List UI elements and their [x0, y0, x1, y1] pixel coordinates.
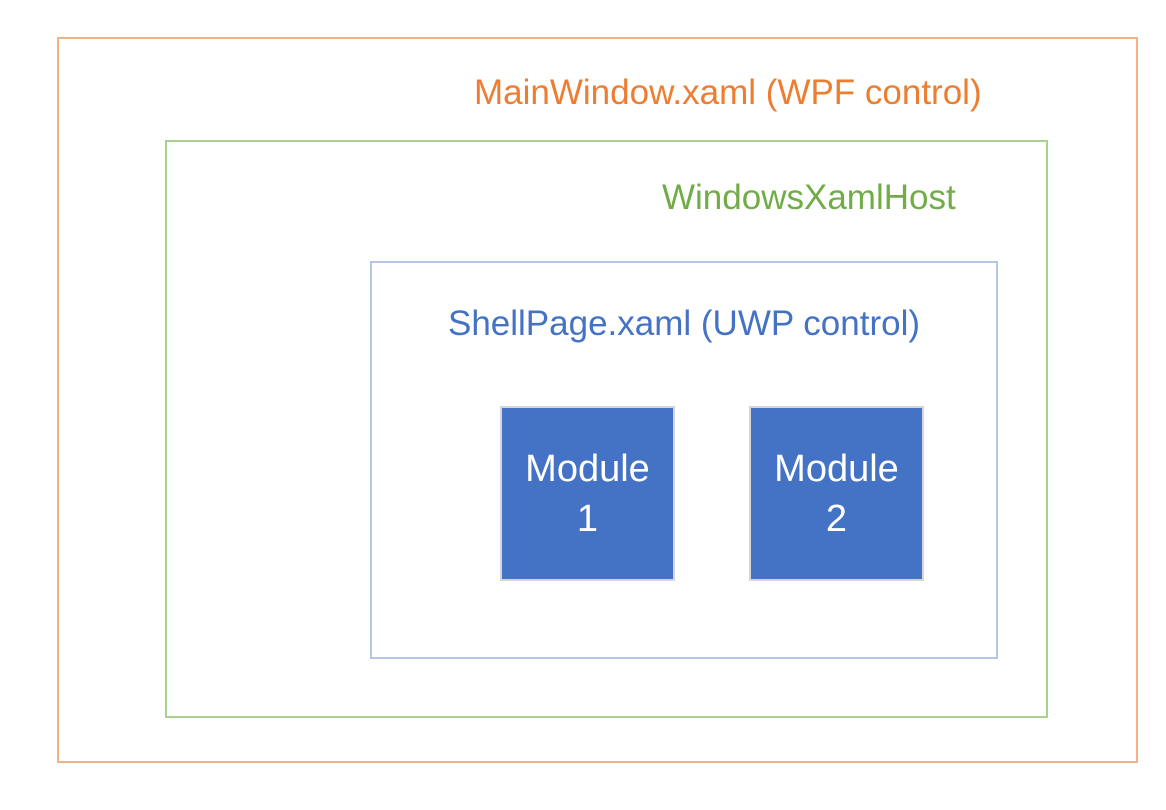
module-2-label-line1: Module [774, 447, 899, 490]
module-2-box: Module 2 [749, 406, 924, 581]
mainwindow-wpf-box [57, 37, 1138, 763]
module-1-label-line2: 1 [576, 497, 599, 540]
windowsxamlhost-box [165, 140, 1048, 718]
shellpage-uwp-box [370, 261, 998, 659]
module-1-box: Module 1 [500, 406, 675, 581]
windowsxamlhost-label: WindowsXamlHost [662, 178, 956, 217]
module-2-label-line2: 2 [825, 497, 848, 540]
mainwindow-wpf-label: MainWindow.xaml (WPF control) [474, 73, 982, 112]
module-1-label-line1: Module [525, 447, 650, 490]
shellpage-uwp-label: ShellPage.xaml (UWP control) [447, 304, 921, 343]
